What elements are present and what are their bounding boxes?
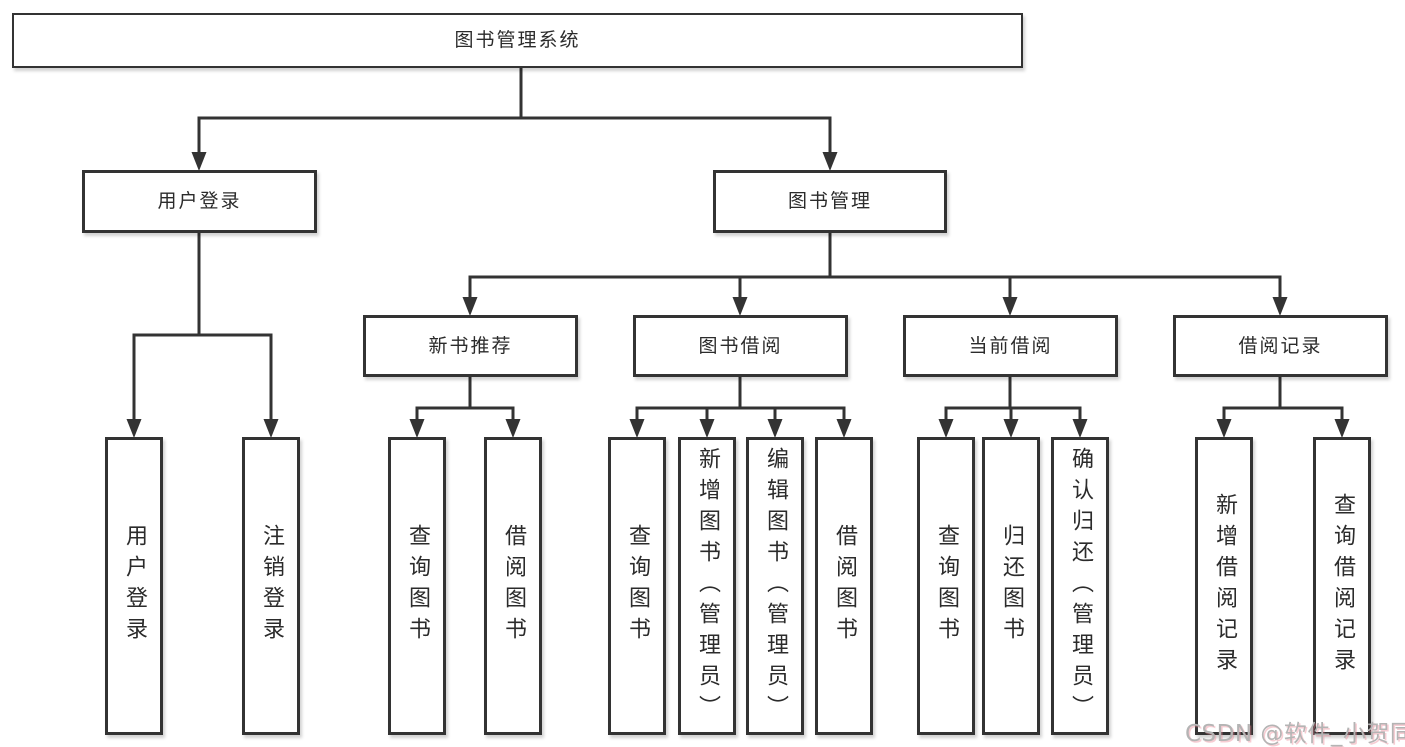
node-borrowing-records: 借阅记录 — [1173, 315, 1388, 377]
node-new-book-recommend: 新书推荐 — [363, 315, 578, 377]
node-label: 图书管理系统 — [454, 29, 581, 51]
node-label: 归还图书 — [999, 524, 1024, 648]
leaf-records-add-borrow-record: 新增借阅记录 — [1195, 437, 1253, 735]
node-label: 用户登录 — [122, 524, 147, 648]
node-label: 图书管理 — [787, 190, 872, 212]
node-label: 查询图书 — [405, 524, 430, 648]
leaf-recommend-query-book: 查询图书 — [388, 437, 446, 735]
leaf-borrowing-query-book: 查询图书 — [608, 437, 666, 735]
node-label: 查询图书 — [625, 524, 650, 648]
node-book-management: 图书管理 — [713, 170, 947, 233]
node-user-login: 用户登录 — [82, 170, 317, 233]
node-label: 借阅图书 — [501, 524, 526, 648]
leaf-borrowing-edit-book-admin: 编辑图书（管理员） — [746, 437, 804, 735]
node-library-management-system: 图书管理系统 — [12, 13, 1023, 68]
node-label: 编辑图书（管理员） — [763, 446, 788, 726]
node-label: 借阅记录 — [1238, 334, 1323, 357]
leaf-recommend-borrow-book: 借阅图书 — [484, 437, 542, 735]
leaf-records-query-borrow-record: 查询借阅记录 — [1313, 437, 1371, 735]
node-label: 新增图书（管理员） — [695, 446, 720, 726]
leaf-borrowing-add-book-admin: 新增图书（管理员） — [678, 437, 736, 735]
node-label: 当前借阅 — [968, 334, 1053, 357]
node-label: 新书推荐 — [428, 334, 513, 357]
node-label: 查询图书 — [934, 524, 959, 648]
node-label: 新增借阅记录 — [1212, 493, 1237, 679]
node-current-borrowing: 当前借阅 — [903, 315, 1118, 377]
leaf-logout: 注销登录 — [242, 437, 300, 735]
leaf-current-confirm-return-admin: 确认归还（管理员） — [1051, 437, 1109, 735]
leaf-borrowing-borrow-book: 借阅图书 — [815, 437, 873, 735]
leaf-current-return-book: 归还图书 — [982, 437, 1040, 735]
node-label: 图书借阅 — [698, 334, 783, 357]
node-label: 借阅图书 — [832, 524, 857, 648]
node-label: 查询借阅记录 — [1330, 493, 1355, 679]
node-label: 用户登录 — [157, 190, 242, 212]
leaf-user-login: 用户登录 — [105, 437, 163, 735]
csdn-watermark: CSDN @软件_小贺同学 — [1185, 721, 1405, 747]
node-book-borrowing: 图书借阅 — [633, 315, 848, 377]
node-label: 确认归还（管理员） — [1068, 446, 1093, 726]
node-label: 注销登录 — [259, 524, 284, 648]
leaf-current-query-book: 查询图书 — [917, 437, 975, 735]
